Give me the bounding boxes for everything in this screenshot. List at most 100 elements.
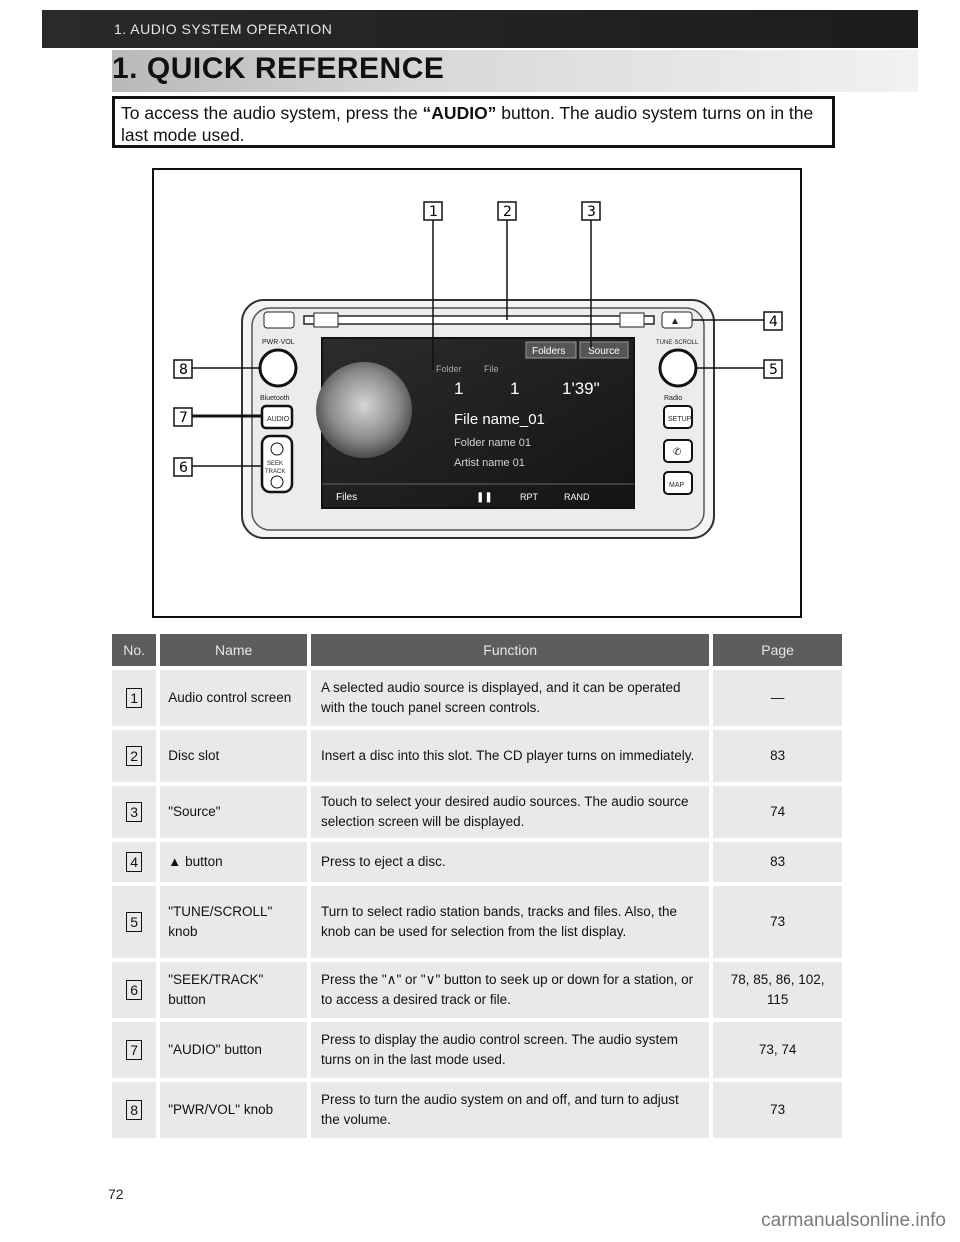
row-name: "TUNE/SCROLL" knob <box>160 886 308 958</box>
folders-screen-label: Folders <box>532 346 565 357</box>
files-screen-button: Files <box>336 492 357 503</box>
row-function: Press to eject a disc. <box>311 842 710 882</box>
callout-8: 8 <box>173 359 260 379</box>
callout-1: 1 <box>423 201 443 370</box>
file-name: File name_01 <box>454 411 545 428</box>
setup-unit-button <box>663 405 693 429</box>
row-page: — <box>713 670 842 726</box>
seek-down-icon <box>270 475 284 489</box>
row-function: A selected audio source is displayed, an… <box>311 670 710 726</box>
header-function: Function <box>311 634 710 666</box>
phone-unit-button <box>663 439 693 463</box>
pwr-vol-label: PWR·VOL <box>262 339 295 346</box>
table-row: 7 "AUDIO" button Press to display the au… <box>112 1022 842 1078</box>
folder-label: Folder <box>436 364 462 374</box>
row-name: Audio control screen <box>160 670 308 726</box>
album-art <box>316 362 412 458</box>
row-page: 83 <box>713 842 842 882</box>
radio-label: Radio <box>664 395 682 402</box>
row-page: 73 <box>713 1082 842 1138</box>
table-row: 5 "TUNE/SCROLL" knob Turn to select radi… <box>112 886 842 958</box>
row-number: 8 <box>126 1099 143 1120</box>
map-unit-button-label: MAP <box>669 482 685 489</box>
seek-track-button <box>260 434 294 494</box>
row-page: 73 <box>713 886 842 958</box>
row-page: 74 <box>713 786 842 838</box>
eject-button-glyph: ▲ <box>670 316 680 327</box>
intro-box: To access the audio system, press the “A… <box>112 96 835 148</box>
row-page: 78, 85, 86, 102, 115 <box>713 962 842 1018</box>
artist-name: Artist name 01 <box>454 457 525 469</box>
svg-text:2: 2 <box>503 204 512 220</box>
callout-5: 5 <box>696 359 783 379</box>
callout-6: 6 <box>173 457 262 477</box>
table-row: 3 "Source" Touch to select your desired … <box>112 786 842 838</box>
table-row: 6 "SEEK/TRACK" button Press the "∧" or "… <box>112 962 842 1018</box>
row-function: Touch to select your desired audio sourc… <box>311 786 710 838</box>
file-number: 1 <box>510 379 519 398</box>
rpt-screen-button: RPT <box>520 492 539 502</box>
svg-text:3: 3 <box>587 204 596 220</box>
folders-screen-button <box>525 341 577 359</box>
tune-scroll-label: TUNE·SCROLL <box>656 340 699 346</box>
row-number: 3 <box>126 801 143 822</box>
phone-icon: ✆ <box>673 447 681 458</box>
row-number: 1 <box>126 687 143 708</box>
intro-button-name: “AUDIO” <box>422 103 497 123</box>
svg-text:1: 1 <box>429 204 438 220</box>
row-name: Disc slot <box>160 730 308 782</box>
row-number: 7 <box>126 1039 143 1060</box>
audio-unit-figure: ▲ Folders Source Folder File 1 1 1'39" F… <box>152 168 802 618</box>
intro-text-after: button. The audio system turns on in the… <box>121 103 814 145</box>
header-name: Name <box>160 634 308 666</box>
svg-text:6: 6 <box>179 460 188 476</box>
callout-3: 3 <box>581 201 601 348</box>
page-number: 72 <box>108 1186 124 1202</box>
svg-text:8: 8 <box>179 362 188 378</box>
quick-reference-table: No. Name Function Page 1 Audio control s… <box>108 630 846 1142</box>
row-name: "AUDIO" button <box>160 1022 308 1078</box>
svg-text:5: 5 <box>769 362 778 378</box>
svg-text:7: 7 <box>179 410 188 426</box>
folder-number: 1 <box>454 379 463 398</box>
eject-icon: ▲ <box>168 854 182 869</box>
seek-label: SEEK <box>267 461 283 467</box>
row-function: Press the "∧" or "∨" button to seek up o… <box>311 962 710 1018</box>
header-page: Page <box>713 634 842 666</box>
play-time: 1'39" <box>562 379 600 398</box>
row-name: "SEEK/TRACK" button <box>160 962 308 1018</box>
row-function: Insert a disc into this slot. The CD pla… <box>311 730 710 782</box>
header-no: No. <box>112 634 157 666</box>
callout-7: 7 <box>173 407 262 427</box>
setup-unit-button-label: SETUP <box>668 416 692 423</box>
row-number: 2 <box>126 745 143 766</box>
seek-up-icon <box>270 442 284 456</box>
row-function: Press to turn the audio system on and of… <box>311 1082 710 1138</box>
table-row: 4 ▲button Press to eject a disc. 83 <box>112 842 842 882</box>
map-unit-button <box>663 471 693 495</box>
row-function: Press to display the audio control scree… <box>311 1022 710 1078</box>
table-row: 8 "PWR/VOL" knob Press to turn the audio… <box>112 1082 842 1138</box>
folder-name: Folder name 01 <box>454 437 531 449</box>
row-page: 73, 74 <box>713 1022 842 1078</box>
rand-screen-button: RAND <box>564 492 590 502</box>
pause-icon: ❚❚ <box>476 492 493 503</box>
tune-scroll-knob <box>658 348 698 388</box>
audio-unit-button-label: AUDIO <box>267 416 290 423</box>
section-title: 1. AUDIO SYSTEM OPERATION <box>114 21 333 37</box>
svg-text:4: 4 <box>769 314 778 330</box>
table-header-row: No. Name Function Page <box>112 634 842 666</box>
row-number: 5 <box>126 911 143 932</box>
watermark: carmanualsonline.info <box>761 1210 946 1231</box>
table-row: 1 Audio control screen A selected audio … <box>112 670 842 726</box>
left-top-button <box>263 311 295 329</box>
row-name: "PWR/VOL" knob <box>160 1082 308 1138</box>
disc-slot-left-cap <box>313 312 339 328</box>
callout-4: 4 <box>692 311 783 331</box>
disc-slot-right-cap <box>619 312 645 328</box>
row-number: 6 <box>126 979 143 1000</box>
source-screen-label: Source <box>588 346 620 357</box>
table-row: 2 Disc slot Insert a disc into this slot… <box>112 730 842 782</box>
pwr-vol-knob <box>258 348 298 388</box>
page-title: 1. QUICK REFERENCE <box>112 52 445 85</box>
